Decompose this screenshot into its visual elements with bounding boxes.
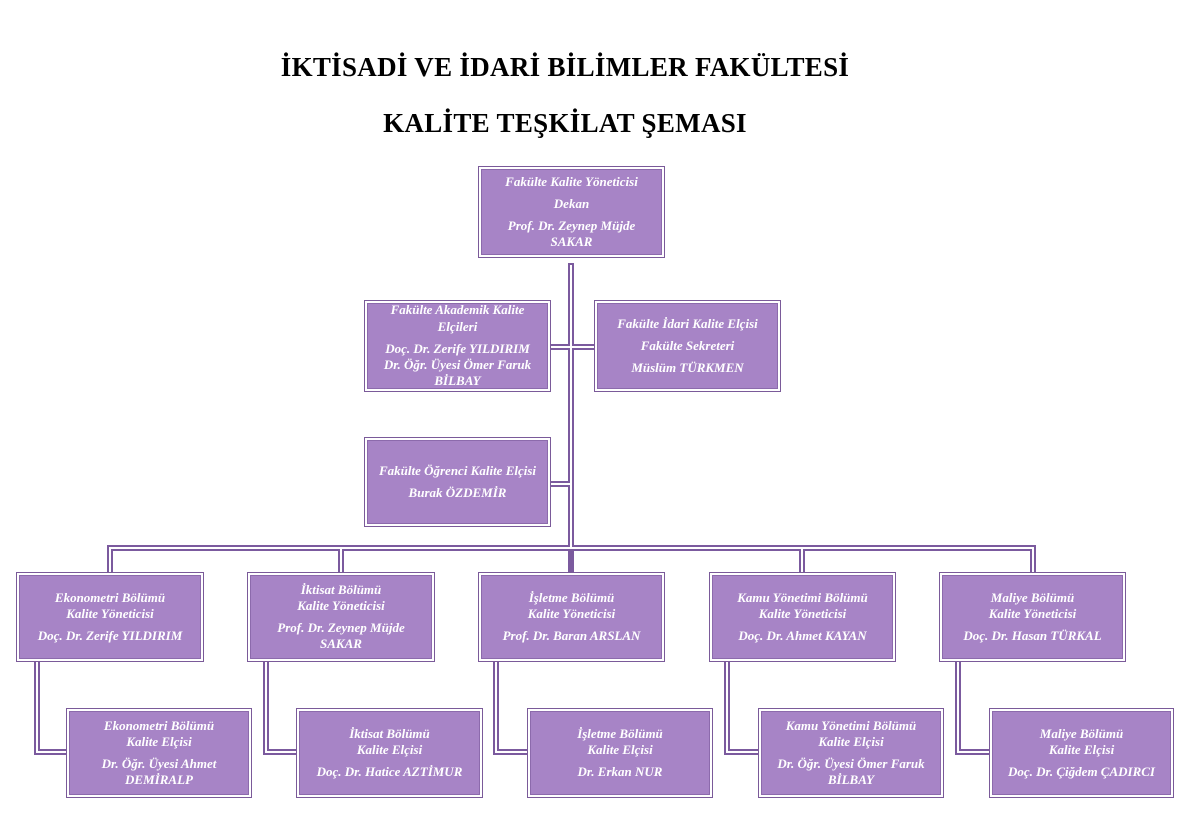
- dept-manager-name: Prof. Dr. Zeynep Müjde SAKAR: [277, 620, 405, 652]
- student-envoy-box: Fakülte Öğrenci Kalite Elçisi Burak ÖZDE…: [364, 437, 551, 527]
- dept-manager-name: Doç. Dr. Hasan TÜRKAL: [963, 628, 1102, 644]
- admin-envoy-box: Fakülte İdari Kalite Elçisi Fakülte Sekr…: [594, 300, 781, 392]
- dept-manager-role: Kalite Yöneticisi: [988, 605, 1077, 621]
- connector-envoy-5: [955, 659, 992, 755]
- page-subtitle: KALİTE TEŞKİLAT ŞEMASI: [383, 108, 747, 138]
- dept-manager-role: Kalite Yöneticisi: [527, 605, 616, 621]
- dept-envoy-role: Kalite Elçisi: [1048, 741, 1115, 757]
- dept-envoy-dept: İşletme Bölümü: [577, 725, 663, 741]
- academic-envoys-role: Fakülte Akademik Kalite Elçileri: [390, 302, 525, 334]
- dept-envoy-dept: Kamu Yönetimi Bölümü: [785, 717, 917, 733]
- academic-envoys-box: Fakülte Akademik Kalite Elçileri Doç. Dr…: [364, 300, 551, 392]
- connector-envoy-4: [724, 659, 761, 755]
- dept-envoy-box-5: Maliye Bölümü Kalite Elçisi Doç. Dr. Çiğ…: [989, 708, 1174, 798]
- dept-manager-box-3: İşletme Bölümü Kalite Yöneticisi Prof. D…: [478, 572, 665, 662]
- dept-manager-dept: Ekonometri Bölümü: [54, 589, 166, 605]
- student-envoy-name: Burak ÖZDEMİR: [408, 485, 507, 500]
- dept-manager-name: Doç. Dr. Zerife YILDIRIM: [37, 628, 183, 644]
- dept-manager-name: Prof. Dr. Baran ARSLAN: [502, 628, 641, 644]
- dean-name: Prof. Dr. Zeynep Müjde SAKAR: [507, 218, 636, 250]
- student-envoy-role: Fakülte Öğrenci Kalite Elçisi: [378, 462, 537, 478]
- dept-envoy-dept: Ekonometri Bölümü: [103, 717, 215, 733]
- connector-envoy-2: [263, 659, 299, 755]
- dept-manager-box-1: Ekonometri Bölümü Kalite Yöneticisi Doç.…: [16, 572, 204, 662]
- dept-manager-role: Kalite Yöneticisi: [297, 597, 385, 613]
- dept-envoy-name: Dr. Erkan NUR: [577, 764, 663, 780]
- dean-role: Fakülte Kalite Yöneticisi: [505, 173, 638, 189]
- dept-manager-dept: Kamu Yönetimi Bölümü: [737, 589, 868, 605]
- dept-manager-role: Kalite Yöneticisi: [66, 605, 154, 621]
- dept-manager-box-5: Maliye Bölümü Kalite Yöneticisi Doç. Dr.…: [939, 572, 1126, 662]
- dean-title: Dekan: [553, 195, 590, 211]
- dept-envoy-dept: İktisat Bölümü: [349, 725, 430, 741]
- dept-envoy-name: Dr. Öğr. Üyesi Ömer Faruk BİLBAY: [777, 756, 925, 788]
- dept-envoy-role: Kalite Elçisi: [818, 733, 884, 749]
- dept-envoy-name: Dr. Öğr. Üyesi Ahmet DEMİRALP: [101, 756, 217, 788]
- dept-manager-box-2: İktisat Bölümü Kalite Yöneticisi Prof. D…: [247, 572, 435, 662]
- dept-envoy-box-3: İşletme Bölümü Kalite Elçisi Dr. Erkan N…: [527, 708, 713, 798]
- dept-manager-role: Kalite Yöneticisi: [758, 605, 847, 621]
- dept-manager-name: Doç. Dr. Ahmet KAYAN: [738, 628, 867, 644]
- connector-envoy-1: [34, 659, 69, 755]
- dept-envoy-name: Doç. Dr. Çiğdem ÇADIRCI: [1008, 764, 1155, 780]
- dept-manager-dept: İktisat Bölümü: [300, 581, 382, 597]
- dept-envoy-name: Doç. Dr. Hatice AZTİMUR: [316, 764, 463, 780]
- dept-envoy-role: Kalite Elçisi: [356, 741, 423, 757]
- admin-envoy-title: Fakülte Sekreteri: [640, 337, 735, 353]
- dept-envoy-box-1: Ekonometri Bölümü Kalite Elçisi Dr. Öğr.…: [66, 708, 252, 798]
- admin-envoy-name: Müslüm TÜRKMEN: [631, 360, 744, 376]
- admin-envoy-role: Fakülte İdari Kalite Elçisi: [617, 315, 758, 331]
- dept-manager-dept: İşletme Bölümü: [528, 589, 615, 605]
- dept-envoy-box-4: Kamu Yönetimi Bölümü Kalite Elçisi Dr. Ö…: [758, 708, 944, 798]
- dept-manager-box-4: Kamu Yönetimi Bölümü Kalite Yöneticisi D…: [709, 572, 896, 662]
- academic-envoy-name-2: Dr. Öğr. Üyesi Ömer Faruk BİLBAY: [383, 357, 532, 389]
- connector-envoy-3: [493, 659, 530, 755]
- page-title: İKTİSADİ VE İDARİ BİLİMLER FAKÜLTESİ: [280, 52, 850, 82]
- dept-envoy-dept: Maliye Bölümü: [1039, 725, 1124, 741]
- dept-manager-dept: Maliye Bölümü: [990, 589, 1075, 605]
- dean-box: Fakülte Kalite Yöneticisi Dekan Prof. Dr…: [478, 166, 665, 258]
- dept-envoy-box-2: İktisat Bölümü Kalite Elçisi Doç. Dr. Ha…: [296, 708, 483, 798]
- academic-envoy-name-1: Doç. Dr. Zerife YILDIRIM: [385, 340, 530, 356]
- dept-envoy-role: Kalite Elçisi: [587, 741, 653, 757]
- dept-envoy-role: Kalite Elçisi: [126, 733, 192, 749]
